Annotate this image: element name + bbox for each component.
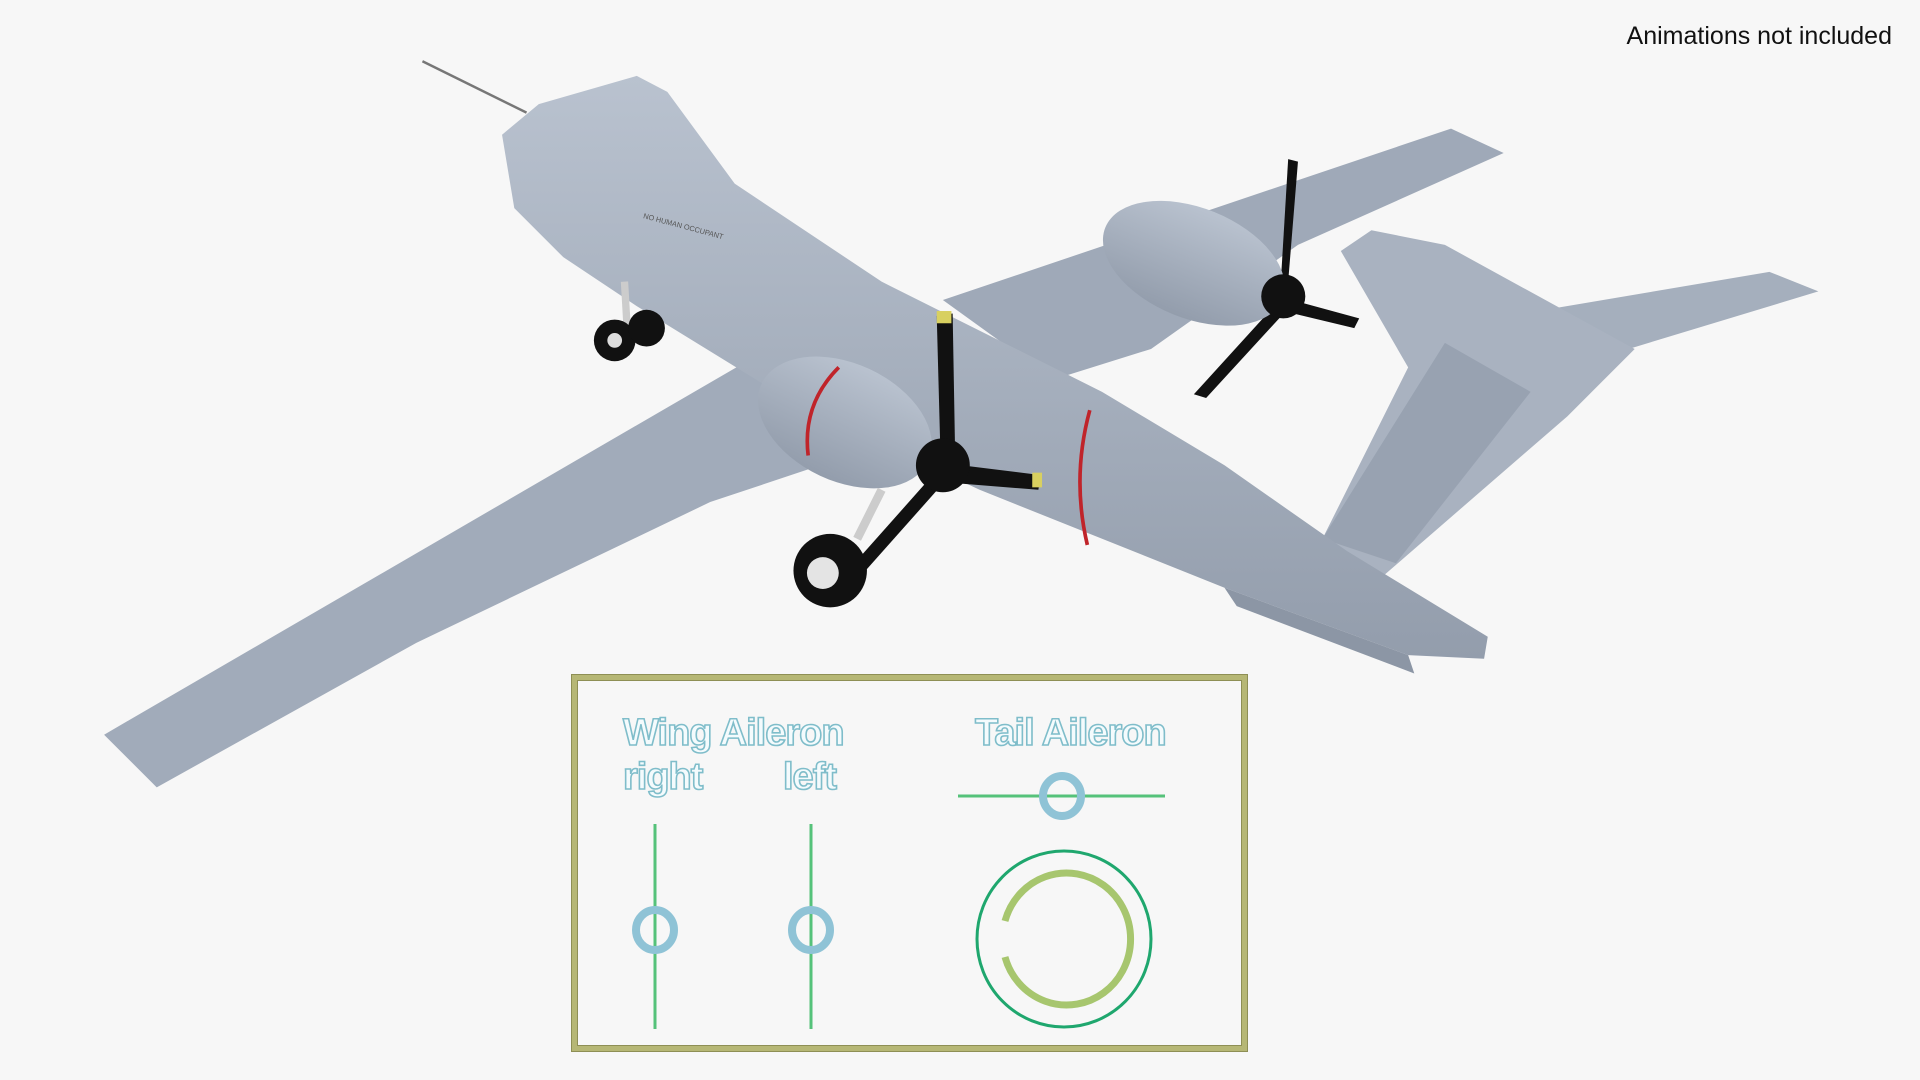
right-propeller [1193,159,1360,398]
right-aileron-label: right [622,755,704,799]
rotation-outer-ring[interactable] [975,849,1153,1029]
left-aileron-slider-knob[interactable] [788,906,834,954]
rig-control-panel [572,675,1247,1051]
wing-aileron-title: Wing Aileron [622,711,845,755]
left-nacelle [758,356,932,489]
landing-gear [593,281,886,608]
animations-notice: Animations not included [1626,22,1892,50]
right-aileron-slider-knob[interactable] [632,906,678,954]
rotation-inner-ring[interactable] [1001,869,1135,1009]
tail-aileron-slider-knob[interactable] [1039,772,1085,820]
left-aileron-label: left [782,755,838,799]
tail-boom [1322,230,1635,576]
right-nacelle [1102,200,1306,326]
left-wing [104,361,858,788]
tail-horizontal-stabilizer [1530,271,1819,349]
fuselage: NO HUMAN OCCUPANT [421,60,1488,674]
tail-aileron-title: Tail Aileron [974,711,1167,755]
